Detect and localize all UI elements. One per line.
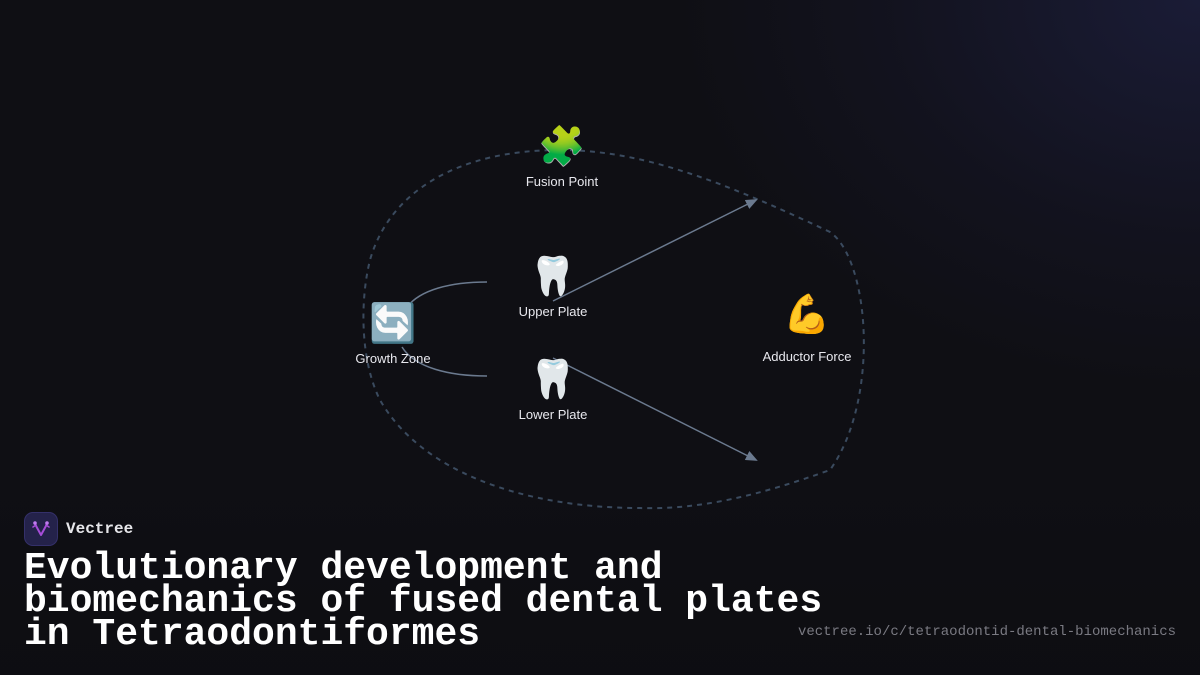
puzzle-piece-icon: 🧩	[538, 126, 586, 168]
node-lower-plate[interactable]: 🦷 Lower Plate	[519, 357, 588, 422]
node-label: Fusion Point	[525, 174, 599, 189]
edge-growth-to-upper	[406, 281, 488, 308]
tooth-icon: 🦷	[529, 359, 577, 401]
tooth-icon: 🦷	[529, 256, 577, 298]
flexed-biceps-icon: 💪	[783, 294, 831, 336]
repeat-arrows-icon: 🔄	[369, 303, 417, 345]
vectree-logo-icon	[24, 512, 58, 546]
node-adductor-force[interactable]: 💪 Adductor Force	[763, 292, 852, 364]
page-title: Evolutionary development and biomechanic…	[24, 547, 823, 656]
edge-upper-to-adductor	[552, 199, 758, 302]
brand: Vectree	[24, 512, 133, 546]
node-fusion-point[interactable]: 🧩 Fusion Point	[526, 124, 598, 189]
node-label: Growth Zone	[355, 351, 431, 366]
edge-lower-to-adductor	[552, 357, 758, 461]
boundary-dashed-outline	[362, 148, 865, 510]
node-label: Adductor Force	[762, 349, 852, 364]
brand-name: Vectree	[66, 520, 134, 538]
node-growth-zone[interactable]: 🔄 Growth Zone	[355, 301, 430, 366]
node-label: Lower Plate	[518, 407, 588, 422]
node-label: Upper Plate	[518, 304, 588, 319]
page-url[interactable]: vectree.io/c/tetraodontid-dental-biomech…	[797, 624, 1176, 640]
node-upper-plate[interactable]: 🦷 Upper Plate	[519, 254, 588, 319]
edge-growth-to-lower	[401, 346, 488, 377]
